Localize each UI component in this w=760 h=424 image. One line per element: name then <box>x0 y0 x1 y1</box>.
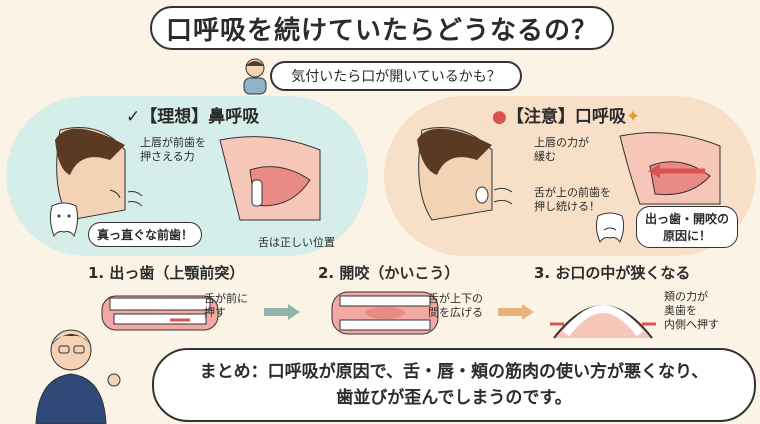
step-1-note: 舌が前に 押す <box>204 292 248 319</box>
sad-tooth-icon <box>595 212 625 244</box>
caution-label: ●【注意】口呼吸✦ <box>492 107 641 127</box>
step-3-title: 3. お口の中が狭くなる <box>534 264 691 282</box>
caution-mouth-section <box>619 132 721 205</box>
ideal-label: ✓【理想】鼻呼吸 <box>126 107 260 127</box>
step-arrow-1 <box>264 304 300 320</box>
caution-tongue-note: 舌が上の前歯を 押し続ける！ <box>534 186 611 213</box>
caution-lip-note: 上唇の力が 緩む <box>534 136 589 163</box>
step-3-note: 頬の力が 奥歯を 内側へ押す <box>664 290 719 331</box>
page-title-text: 口呼吸を続けていたらどうなるの？ <box>165 15 598 46</box>
step-2-title: 2. 開咬（かいこう） <box>318 264 460 282</box>
question-text: 気付いたら口が開いているかも？ <box>291 69 501 85</box>
step-1-title: 1. 出っ歯（上顎前突） <box>88 264 245 282</box>
lightbulb-icon: ✦ <box>625 107 641 127</box>
ideal-mouth-section <box>219 136 321 221</box>
ideal-lip-note: 上唇が前歯を 押さえる力 <box>140 136 206 163</box>
summary-line-1: まとめ：口呼吸が原因で、舌・唇・頬の筋肉の使い方が悪くなり、 <box>199 362 709 382</box>
step-2-note: 舌が上下の 間を広げる <box>428 292 483 319</box>
person-icon <box>243 58 267 95</box>
step-arrow-2 <box>498 304 534 320</box>
ideal-teeth-note: 真っ直ぐな前歯！ <box>88 222 203 247</box>
page-title: 口呼吸を続けていたらどうなるの？ <box>150 6 614 50</box>
tooth-character-icon <box>49 202 79 238</box>
caution-face-illustration <box>417 127 513 221</box>
summary-bubble: まとめ：口呼吸が原因で、舌・唇・頬の筋肉の使い方が悪くなり、 歯並びが歪んでしま… <box>152 348 756 422</box>
ideal-face-illustration <box>55 127 143 221</box>
step-2-teeth-illustration <box>331 291 439 335</box>
check-icon: ✓ <box>126 107 141 127</box>
ideal-tongue-note: 舌は正しい位置 <box>258 236 335 249</box>
step-3-arch-illustration <box>550 305 656 339</box>
question-bubble: 気付いたら口が開いているかも？ <box>270 61 522 91</box>
caution-result-note: 出っ歯・開咬の 原因に！ <box>636 206 739 248</box>
summary-line-2: 歯並びが歪んでしまうのです。 <box>336 388 572 408</box>
doctor-illustration <box>35 329 121 424</box>
step-1-teeth-illustration <box>101 295 219 331</box>
warning-light-icon: ● <box>492 107 507 127</box>
